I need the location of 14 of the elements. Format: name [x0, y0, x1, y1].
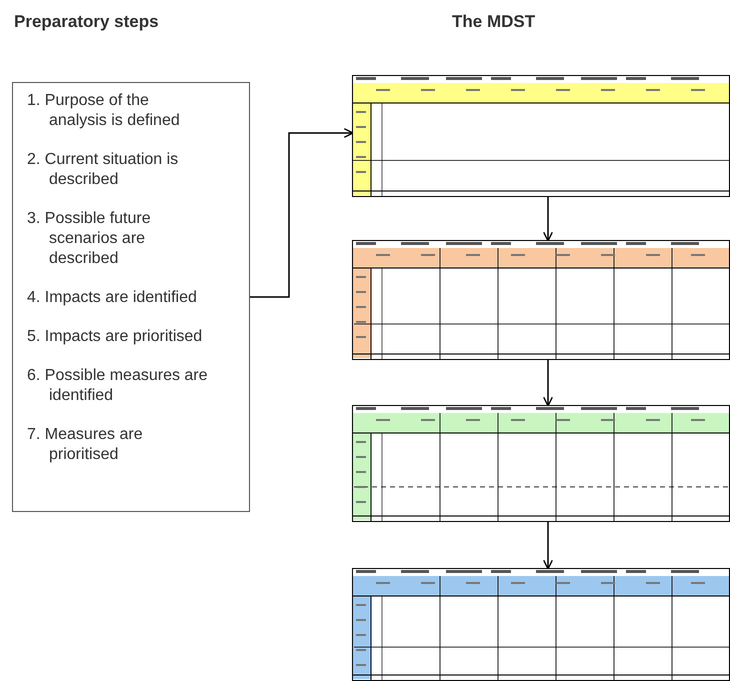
step-text: 1. Purpose of the analysis is defined — [27, 91, 181, 131]
arrow — [250, 128, 354, 298]
step-text: 2. Current situation is described — [27, 150, 180, 190]
step-text: 3. Possible future scenarios are described — [27, 209, 152, 269]
arrow — [542, 360, 554, 407]
step-text: 6. Possible measures are identified — [27, 366, 209, 406]
step-text: 5. Impacts are prioritised — [27, 327, 204, 347]
column-heading: The MDST — [452, 12, 536, 32]
arrow — [542, 197, 554, 242]
step-text: 4. Impacts are identified — [27, 288, 198, 308]
arrow — [542, 522, 554, 570]
column-heading: Preparatory steps — [14, 12, 159, 32]
step-text: 7. Measures are prioritised — [27, 425, 144, 465]
steps-box — [12, 82, 250, 512]
